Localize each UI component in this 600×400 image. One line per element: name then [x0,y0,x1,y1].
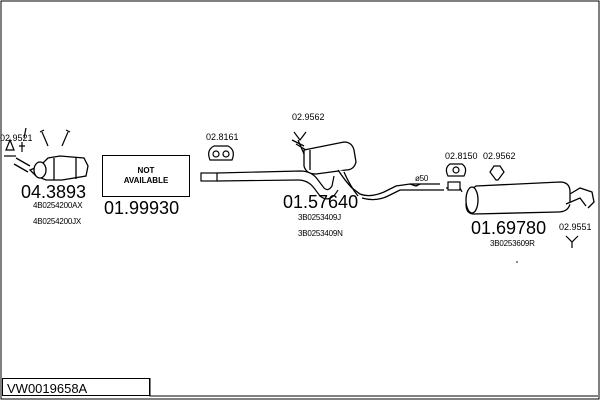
rear-hanger-icon-1 [445,163,467,177]
clamp-ref-label: 02.9521 [0,133,33,143]
not-available-text: NOT AVAILABLE [124,166,169,186]
rear-hardware-ref-3: 02.9551 [559,222,592,232]
not-available-box: NOT AVAILABLE [102,155,190,197]
middle-section-oem-ref-1: 3B0253409J [298,213,341,222]
catalyst-part-number: 01.99930 [104,198,180,218]
front-hanger-icon [39,129,71,147]
rear-clamp-icon [565,235,579,248]
pipe-diameter-label: ø50 [415,174,429,183]
rear-silencer-drawing [465,181,595,215]
title-strip-line [149,378,598,397]
middle-hardware-ref-1: 02.8161 [206,132,239,142]
middle-section-oem-ref-2: 3B0253409N [298,229,343,238]
diagram-code: VW0019658A [7,381,88,396]
front-pipe-drawing [13,155,89,181]
rear-section-part-number: 01.69780 [471,218,547,238]
middle-section-part-number: 01.57640 [283,192,359,212]
middle-silencer-drawing [291,139,421,201]
middle-hardware-ref-2: 02.9562 [292,112,325,122]
front-pipe-part-number: 04.3893 [21,182,87,202]
rear-hanger-icon-2 [489,165,505,181]
not-available-line-2: AVAILABLE [123,176,169,185]
rear-hardware-ref-1: 02.8150 [445,151,478,161]
rear-hardware-ref-2: 02.9562 [483,151,516,161]
rear-section-oem-ref-1: 3B0253609R [490,239,535,248]
clamp-icon [4,127,27,157]
front-pipe-oem-ref-2: 4B0254200JX [33,217,82,226]
connecting-pipe [200,170,339,200]
diagram-code-box: VW0019658A [2,378,150,396]
stray-dot [516,261,518,263]
not-available-line-1: NOT [137,166,155,175]
rear-pipe-drawing [410,181,463,193]
front-pipe-oem-ref-1: 4B0254200AX [33,201,83,210]
rubber-hanger-icon [208,145,234,161]
